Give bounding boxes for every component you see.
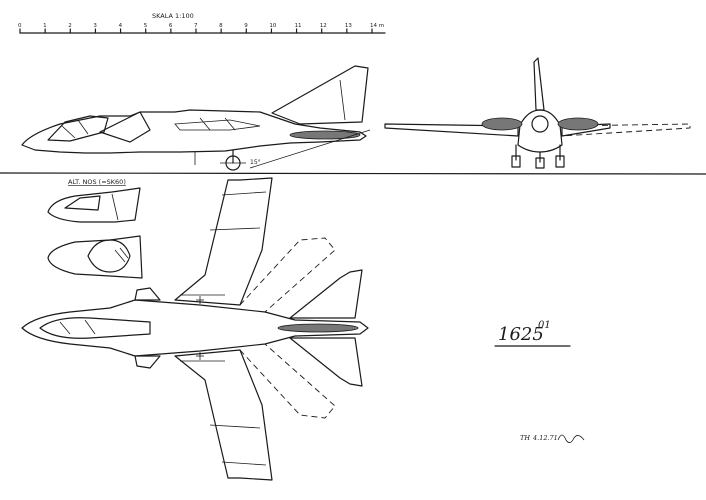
scale-tick-label: 4 (119, 23, 123, 29)
alt-nose-label: ALT. NOS (=SK60) (68, 178, 126, 186)
scale-tick-label: 1 (43, 23, 47, 29)
drawing-number: 1625 01 (494, 320, 571, 347)
scale-tick-label: 10 (269, 23, 276, 29)
scale-tick-label: 2 (68, 23, 72, 29)
scale-tick-label: 3 (93, 23, 97, 29)
plan-wing-swept-lower (239, 343, 336, 419)
scale-tick-label: 11 (295, 23, 302, 29)
scale-tick-label: 8 (219, 23, 223, 29)
scale-tick-label: 13 (345, 23, 352, 29)
side-canopy (47, 115, 109, 142)
plan-canopy (39, 317, 151, 339)
front-wing-left (384, 123, 519, 137)
drawing-number-main: 1625 (498, 324, 544, 345)
front-fin (533, 57, 545, 111)
signature-scribble (557, 434, 585, 443)
plan-wing-lower (174, 349, 273, 481)
plan-stabilizer-lower (289, 337, 363, 387)
plan-wing-swept-upper (239, 237, 336, 313)
signature: TH 4.12.71 (520, 434, 585, 443)
scale-tick-label: 9 (244, 23, 248, 29)
plan-wing-upper (174, 177, 273, 306)
scale-tick-label: 7 (194, 23, 198, 29)
scale-title: SKALA 1:100 (152, 12, 194, 20)
side-fuselage (21, 109, 367, 154)
scale-tick-label: 0 (18, 23, 22, 29)
front-view (384, 57, 691, 169)
signature-initials: TH (520, 434, 530, 442)
plan-stabilizer-upper (289, 269, 363, 319)
plan-view (21, 177, 369, 481)
alt-nose-views: ALT. NOS (=SK60) (47, 178, 143, 279)
scale-tick-label: 5 (144, 23, 148, 29)
scale-tick-label: 6 (169, 23, 173, 29)
plan-fuselage (21, 299, 369, 357)
signature-date: 4.12.71 (532, 434, 558, 442)
alt-nose-top (47, 235, 143, 279)
side-fin (271, 65, 369, 125)
alt-nose-side (47, 187, 141, 223)
front-fuselage (517, 109, 563, 153)
rotation-angle-label: 15° (250, 159, 261, 166)
side-view: 15° (0, 65, 706, 175)
scale-tick-label: 14 m (370, 23, 384, 29)
front-wing-right-dashed (561, 123, 691, 137)
scale-tick-label: 12 (320, 23, 327, 29)
drawing-number-suffix: 01 (538, 320, 551, 331)
